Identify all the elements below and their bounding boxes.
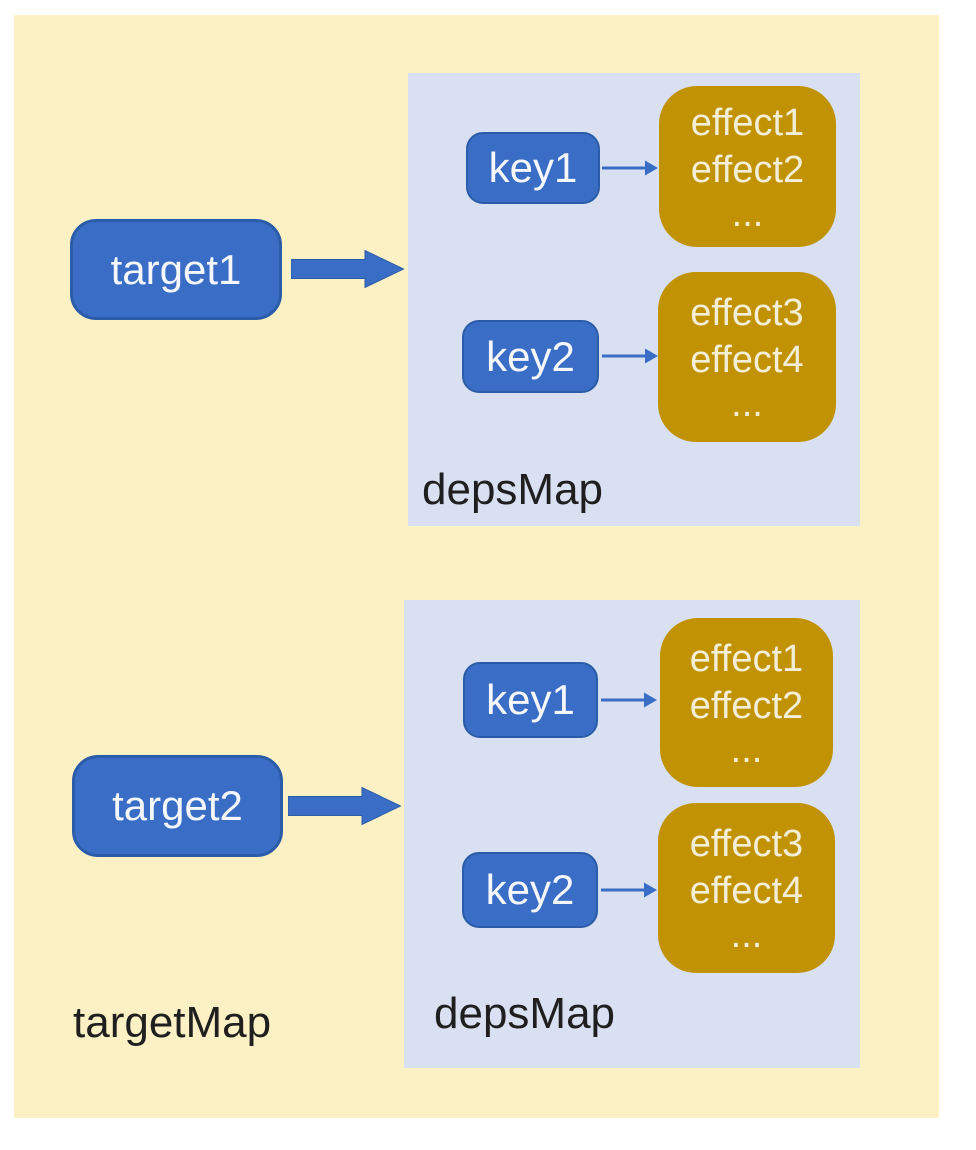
thick-right-arrow-icon <box>291 249 405 289</box>
effect-ellipsis: ... <box>731 383 763 425</box>
target2-label: target2 <box>112 782 243 829</box>
effect-ellipsis: ... <box>730 914 763 956</box>
target1-label: target1 <box>110 245 242 293</box>
key1-node-group1: key1 <box>466 132 600 204</box>
effect-line: effect2 <box>689 684 804 727</box>
key1-label: key1 <box>486 676 575 723</box>
effect-line: effect3 <box>690 292 804 334</box>
effect-ellipsis: ... <box>730 728 763 771</box>
target-map-label: targetMap <box>73 998 272 1047</box>
effect-ellipsis: ... <box>731 192 764 235</box>
effect-line: effect1 <box>689 637 804 680</box>
effect-line: effect3 <box>689 823 804 865</box>
target1-node: target1 <box>70 219 282 320</box>
thin-right-arrow-icon <box>601 882 657 898</box>
deps-map-label-1: depsMap <box>422 465 604 514</box>
key2-node-group2: key2 <box>462 852 598 928</box>
key1-label: key1 <box>488 144 578 191</box>
key2-label: key2 <box>486 332 575 380</box>
thin-right-arrow-icon <box>602 160 658 176</box>
effect-set-node-group2-key1: effect1 effect2 ... <box>660 618 833 787</box>
effect-set-node-group2-key2: effect3 effect4 ... <box>658 803 835 973</box>
effect-set-node-group1-key1: effect1 effect2 ... <box>659 86 836 247</box>
thin-right-arrow-icon <box>601 692 657 708</box>
thin-right-arrow-icon <box>602 348 658 364</box>
effect-line: effect1 <box>690 101 805 144</box>
effect-line: effect4 <box>690 339 804 381</box>
deps-map-label-2: depsMap <box>434 989 616 1038</box>
key2-node-group1: key2 <box>462 320 599 393</box>
effect-set-node-group1-key2: effect3 effect4 ... <box>658 272 836 442</box>
key2-label: key2 <box>485 866 575 913</box>
effect-line: effect4 <box>689 870 804 912</box>
target2-node: target2 <box>72 755 283 857</box>
key1-node-group2: key1 <box>463 662 598 738</box>
effect-line: effect2 <box>690 148 805 191</box>
thick-right-arrow-icon <box>288 786 402 826</box>
